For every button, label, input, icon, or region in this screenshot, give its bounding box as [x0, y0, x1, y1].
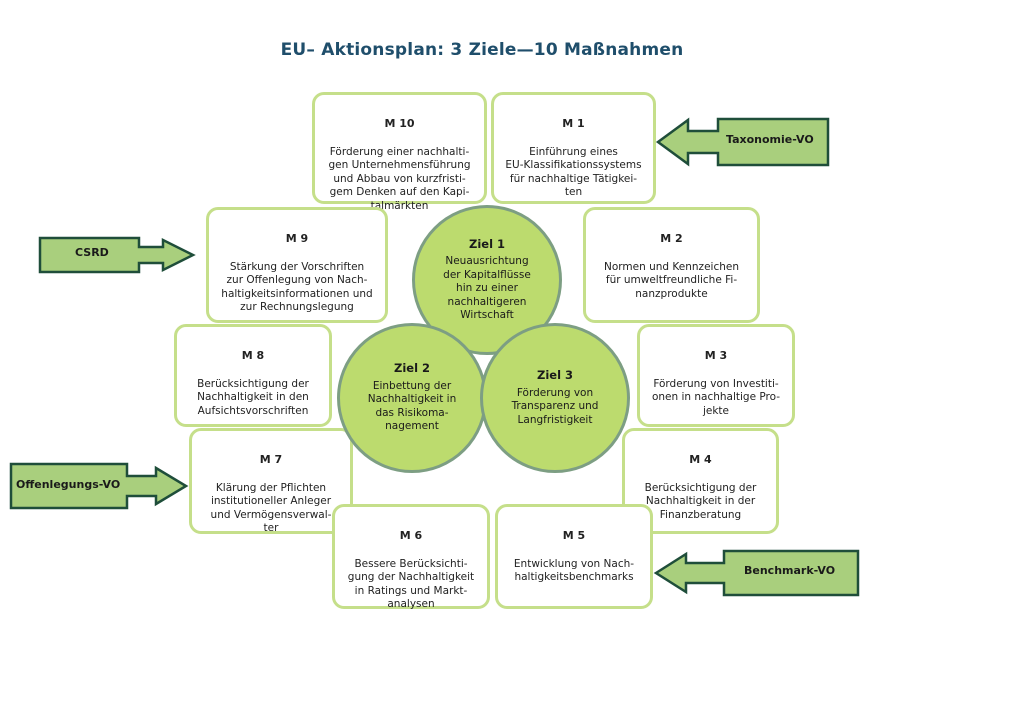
goal-text: Neuausrichtung der Kapitalflüsse hin zu …	[443, 255, 531, 321]
goal-title: Ziel 3	[536, 368, 574, 382]
measure-code: M 5	[562, 528, 586, 542]
measure-m1: M 1 Einführung eines EU-Klassifikationss…	[491, 92, 656, 204]
arrow-right-icon	[38, 236, 196, 274]
measure-text: Klärung der Pflichten institutioneller A…	[210, 481, 332, 535]
goal-text: Einbettung der Nachhaltigkeit in das Ris…	[367, 379, 457, 433]
measure-text: Einführung eines EU-Klassifikationssyste…	[505, 145, 642, 199]
measure-m5: M 5 Entwicklung von Nach- haltigkeitsben…	[495, 504, 653, 609]
goal-3-circle: Ziel 3 Förderung von Transparenz und Lan…	[480, 323, 630, 473]
measure-m10: M 10 Förderung einer nachhalti- gen Unte…	[312, 92, 487, 212]
measure-text: Förderung einer nachhalti- gen Unternehm…	[328, 145, 471, 212]
arrow-benchmark-vo: Benchmark-VO	[653, 549, 860, 597]
arrow-label: Benchmark-VO	[744, 564, 836, 577]
measure-code: M 6	[399, 528, 423, 542]
arrow-csrd: CSRD	[38, 236, 196, 274]
measure-code: M 10	[384, 116, 415, 130]
measure-m2: M 2 Normen und Kennzeichen für umweltfre…	[583, 207, 760, 323]
measure-m8: M 8 Berücksichtigung der Nachhaltigkeit …	[174, 324, 332, 427]
measure-text: Entwicklung von Nach- haltigkeitsbenchma…	[513, 557, 635, 584]
measure-code: M 8	[241, 348, 265, 362]
measure-text: Förderung von Investiti- onen in nachhal…	[651, 377, 781, 417]
arrow-label: CSRD	[75, 246, 109, 259]
measure-text: Berücksichtigung der Nachhaltigkeit in d…	[197, 377, 309, 417]
goal-title: Ziel 2	[393, 361, 431, 376]
measure-m7: M 7 Klärung der Pflichten institutionell…	[189, 428, 353, 534]
arrow-left-icon	[653, 549, 860, 597]
measure-code: M 2	[660, 231, 683, 245]
measure-code: M 3	[704, 348, 728, 362]
measure-m9: M 9 Stärkung der Vorschriften zur Offenl…	[206, 207, 388, 323]
measure-text: Berücksichtigung der Nachhaltigkeit in d…	[644, 481, 757, 521]
measure-text: Normen und Kennzeichen für umweltfreundl…	[604, 260, 739, 300]
goal-text: Förderung von Transparenz und Langfristi…	[511, 386, 599, 426]
arrow-offenlegungs-vo: Offenlegungs-VO	[9, 462, 189, 510]
goal-2-circle: Ziel 2 Einbettung der Nachhaltigkeit in …	[337, 323, 487, 473]
measure-m3: M 3 Förderung von Investiti- onen in nac…	[637, 324, 795, 427]
arrow-taxonomie-vo: Taxonomie-VO	[655, 117, 830, 167]
arrow-label: Taxonomie-VO	[726, 133, 814, 146]
diagram-title: EU– Aktionsplan: 3 Ziele—10 Maßnahmen	[280, 40, 684, 60]
arrow-left-icon	[655, 117, 830, 167]
measure-m6: M 6 Bessere Berücksichti- gung der Nachh…	[332, 504, 490, 611]
measure-text: Bessere Berücksichti- gung der Nachhalti…	[347, 557, 475, 611]
measure-code: M 4	[689, 452, 712, 466]
measure-code: M 7	[259, 452, 283, 466]
goal-title: Ziel 1	[468, 236, 506, 251]
measure-code: M 9	[285, 231, 309, 245]
arrow-label: Offenlegungs-VO	[16, 478, 121, 491]
measure-text: Stärkung der Vorschriften zur Offenlegun…	[221, 260, 373, 314]
arrow-right-icon	[9, 462, 189, 510]
measure-code: M 1	[562, 116, 585, 130]
